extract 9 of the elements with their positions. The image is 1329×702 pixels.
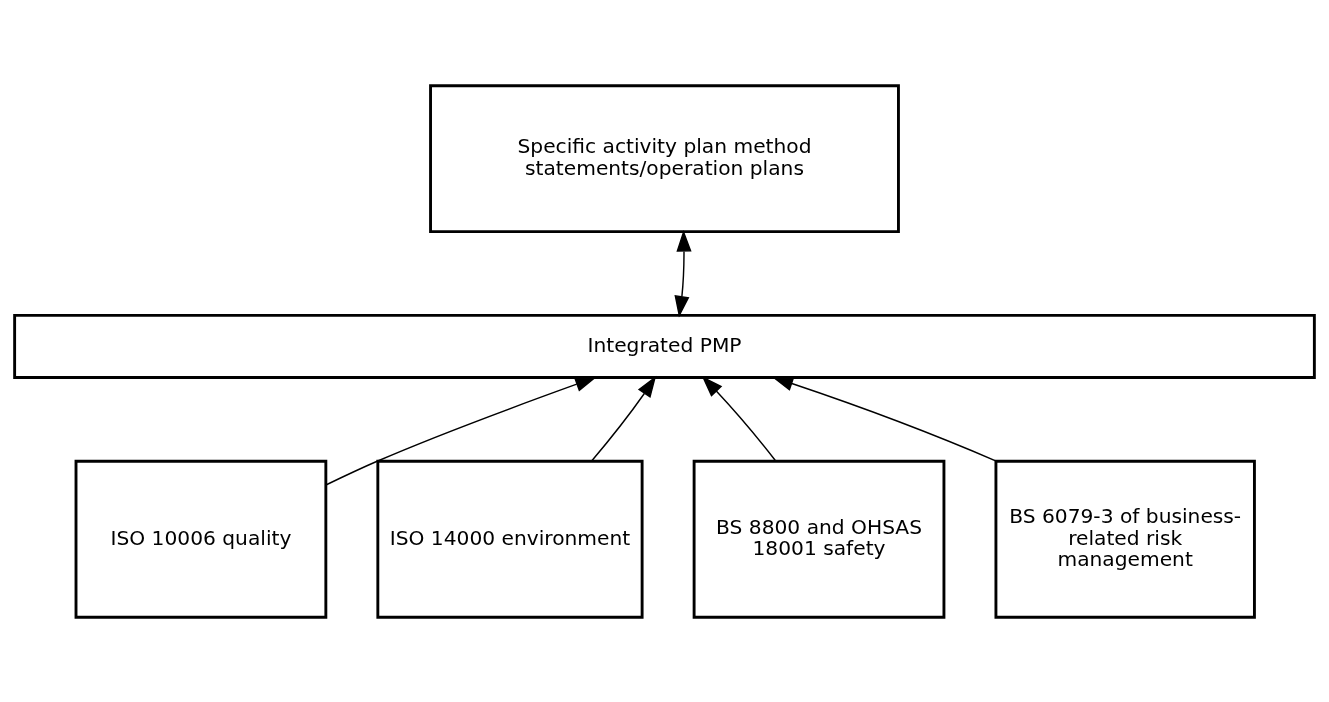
node-box: BS 6079-3 of business-related risk management: [994, 459, 1256, 619]
node-box: Specific activity plan method statements/operation plans: [429, 83, 900, 233]
node-box: BS 8800 and OHSAS 18001 safety: [692, 459, 946, 619]
arrow: [674, 229, 692, 318]
arrow: [590, 375, 657, 462]
node-box: ISO 10006 quality: [74, 459, 328, 619]
node-box: Integrated PMP: [13, 313, 1316, 379]
arrow: [325, 376, 597, 486]
node-box: ISO 14000 environment: [376, 459, 644, 619]
